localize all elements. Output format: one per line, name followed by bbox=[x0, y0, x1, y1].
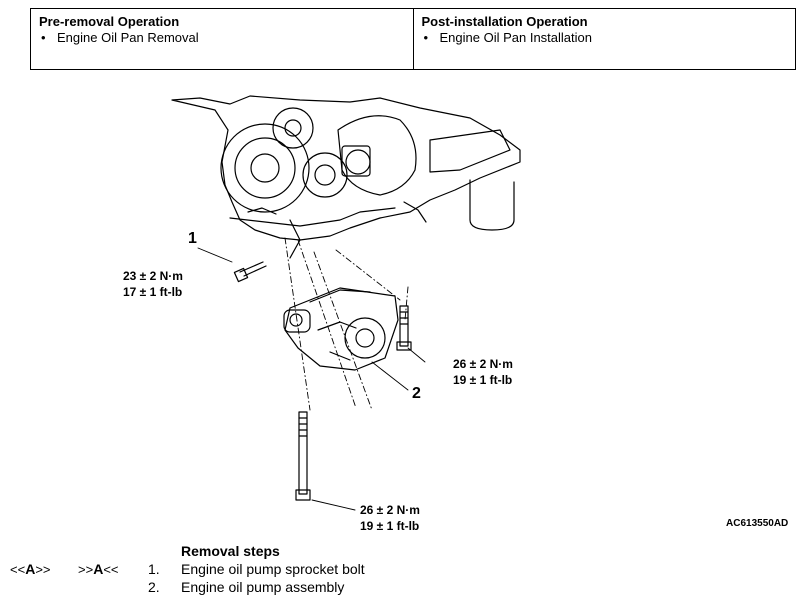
torque-ftlb: 19 ± 1 ft-lb bbox=[453, 373, 513, 387]
engine-oil-pump-diagram: 1 23 ± 2 N·m 17 ± 1 ft-lb 2 26 ± 2 N·m 1… bbox=[0, 90, 806, 540]
removal-steps-title: Removal steps bbox=[181, 543, 280, 559]
post-installation-cell: Post-installation Operation • Engine Oil … bbox=[412, 9, 796, 69]
torque-label-3: 26 ± 2 N·m 19 ± 1 ft-lb bbox=[360, 502, 420, 534]
pre-removal-title: Pre-removal Operation bbox=[39, 14, 180, 29]
removal-ref-link[interactable]: <<A>> bbox=[10, 561, 51, 577]
pre-removal-item: • Engine Oil Pan Removal bbox=[39, 30, 405, 46]
step-number: 1. bbox=[148, 561, 160, 577]
post-installation-item: • Engine Oil Pan Installation bbox=[422, 30, 788, 46]
step-text: Engine oil pump assembly bbox=[181, 579, 345, 595]
operations-table: Pre-removal Operation • Engine Oil Pan Re… bbox=[30, 8, 796, 70]
pre-removal-item-text: Engine Oil Pan Removal bbox=[57, 30, 199, 45]
post-installation-item-text: Engine Oil Pan Installation bbox=[439, 30, 592, 45]
engine-illustration bbox=[171, 95, 521, 511]
torque-ftlb: 19 ± 1 ft-lb bbox=[360, 519, 420, 533]
step-row: 2. Engine oil pump assembly bbox=[0, 579, 806, 597]
pre-removal-cell: Pre-removal Operation • Engine Oil Pan Re… bbox=[31, 9, 413, 69]
installation-ref-link[interactable]: >>A<< bbox=[78, 561, 119, 577]
step-number: 2. bbox=[148, 579, 160, 595]
torque-ftlb: 17 ± 1 ft-lb bbox=[123, 285, 183, 299]
torque-label-1: 23 ± 2 N·m 17 ± 1 ft-lb bbox=[123, 268, 183, 300]
bullet-icon: • bbox=[423, 30, 429, 45]
torque-nm: 26 ± 2 N·m bbox=[453, 357, 513, 371]
torque-nm: 23 ± 2 N·m bbox=[123, 269, 183, 283]
pump-bolt-right-icon bbox=[396, 305, 412, 351]
figure-code: AC613550AD bbox=[726, 518, 789, 529]
callout-2: 2 bbox=[412, 385, 421, 402]
bullet-icon: • bbox=[41, 30, 46, 45]
sprocket-bolt-icon bbox=[233, 261, 267, 283]
torque-nm: 26 ± 2 N·m bbox=[360, 503, 420, 517]
torque-label-2: 26 ± 2 N·m 19 ± 1 ft-lb bbox=[453, 356, 513, 388]
step-text: Engine oil pump sprocket bolt bbox=[181, 561, 365, 577]
callout-1: 1 bbox=[188, 230, 197, 247]
post-installation-title: Post-installation Operation bbox=[421, 14, 588, 29]
step-row: <<A>> >>A<< 1. Engine oil pump sprocket … bbox=[0, 561, 806, 579]
pump-long-bolt-icon bbox=[295, 411, 311, 501]
